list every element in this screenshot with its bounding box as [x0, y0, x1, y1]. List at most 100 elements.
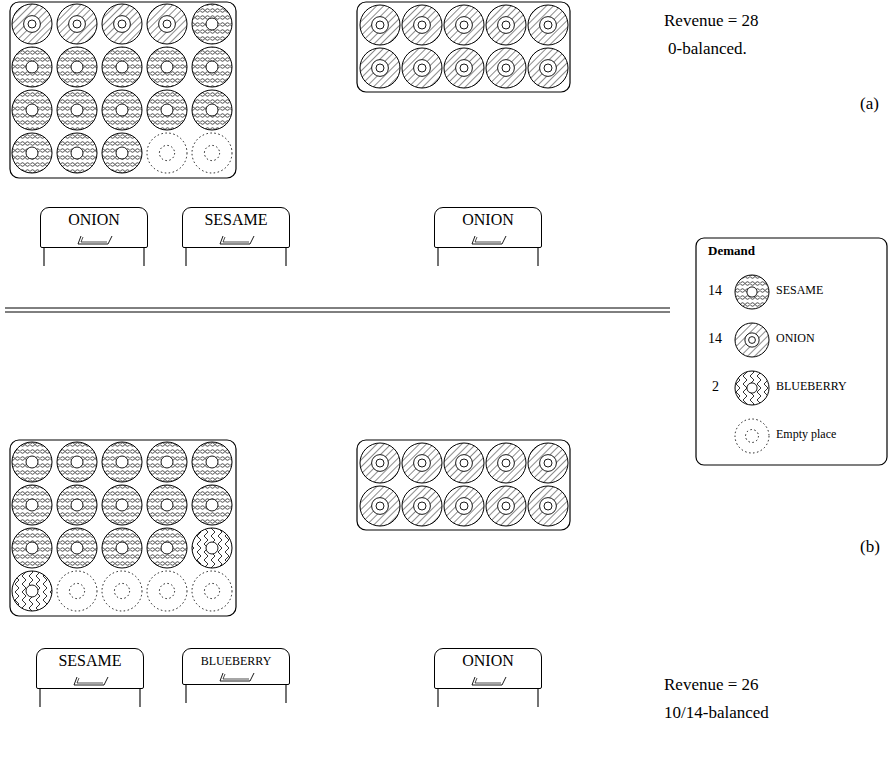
balance-text: 0-balanced.: [668, 40, 747, 59]
bagel-icon: [12, 528, 52, 568]
balance-text: 10/14-balanced: [664, 704, 769, 723]
bagel-icon: [192, 442, 232, 482]
shelf-leg: [139, 689, 140, 707]
legend-text: SESAME: [776, 284, 876, 297]
bagel-icon: [12, 571, 52, 611]
bagel-icon: [102, 47, 142, 87]
bagel-icon: [192, 485, 232, 525]
bagel-icon: [402, 486, 442, 526]
bagel-icon: [444, 486, 484, 526]
legend-sample: [735, 419, 769, 453]
demand-number: 14: [708, 331, 722, 346]
bagel-icon: [12, 4, 52, 44]
shelf-leg: [437, 248, 438, 266]
legend-sample: [735, 371, 769, 405]
shelf-label: ONION: [434, 648, 542, 689]
bagel-icon: [402, 443, 442, 483]
shelf-leg: [537, 248, 538, 266]
shelf-text: SESAME: [37, 649, 143, 670]
bagel-icon: [147, 571, 187, 611]
bagel-icon: [528, 5, 568, 45]
shelf-leg: [437, 689, 438, 707]
bagel-icon: [486, 486, 526, 526]
shelf-label: SESAME: [182, 207, 290, 248]
shelf-text: SESAME: [183, 208, 289, 229]
shelf-text: ONION: [435, 208, 541, 229]
shelf-leg: [285, 248, 286, 266]
bagel-tray: [357, 440, 570, 530]
bagel-icon: [102, 90, 142, 130]
bagel-icon: [147, 90, 187, 130]
shelf-leg: [143, 248, 144, 266]
bagel-icon: [57, 90, 97, 130]
shelf-leg: [185, 685, 186, 703]
bagel-icon: [360, 486, 400, 526]
legend-sample: [735, 323, 769, 357]
shelf-leg: [285, 685, 286, 703]
bagel-icon: [12, 133, 52, 173]
bagel-icon: [486, 48, 526, 88]
bagel-icon: [486, 443, 526, 483]
shelf-leg: [43, 248, 44, 266]
legend-title: Demand: [708, 244, 755, 258]
bagel-icon: [192, 47, 232, 87]
bagel-icon: [147, 47, 187, 87]
legend-text: BLUEBERRY: [776, 380, 876, 393]
bagel-icon: [486, 5, 526, 45]
demand-number: 14: [708, 283, 722, 298]
divider-line: [5, 312, 670, 313]
bagel-icon: [147, 4, 187, 44]
bagel-icon: [360, 443, 400, 483]
bagel-icon: [102, 571, 142, 611]
bagel-icon: [528, 48, 568, 88]
bagel-icon: [528, 486, 568, 526]
shelf-text: ONION: [435, 649, 541, 670]
bagel-icon: [360, 5, 400, 45]
shelf-label: SESAME: [36, 648, 144, 689]
bagel-tray: [10, 2, 236, 178]
panel-letter: (b): [860, 538, 880, 557]
revenue-text: Revenue = 28: [664, 12, 759, 31]
bagel-icon: [102, 528, 142, 568]
demand-number: 2: [712, 379, 719, 394]
bagel-icon: [147, 485, 187, 525]
bagel-icon: [147, 528, 187, 568]
shelf-label: BLUEBERRY: [182, 648, 290, 685]
shelf-text: ONION: [41, 208, 147, 229]
shelf-leg: [537, 689, 538, 707]
legend-sample: [735, 275, 769, 309]
bagel-icon: [444, 5, 484, 45]
bagel-icon: [192, 90, 232, 130]
bagel-icon: [57, 133, 97, 173]
bagel-icon: [57, 528, 97, 568]
shelf-text: BLUEBERRY: [183, 652, 289, 668]
shelf-leg: [39, 689, 40, 707]
bagel-icon: [402, 48, 442, 88]
legend-box: [696, 238, 887, 465]
bagel-icon: [57, 4, 97, 44]
bagel-icon: [102, 133, 142, 173]
bagel-icon: [528, 443, 568, 483]
bagel-icon: [57, 571, 97, 611]
bagel-icon: [192, 133, 232, 173]
shelf-label: ONION: [40, 207, 148, 248]
bagel-icon: [57, 47, 97, 87]
bagel-icon: [192, 4, 232, 44]
panel-letter: (a): [860, 95, 879, 114]
bagel-icon: [12, 90, 52, 130]
bagel-icon: [12, 442, 52, 482]
bagel-icon: [444, 443, 484, 483]
bagel-icon: [192, 528, 232, 568]
bagel-tray: [10, 440, 236, 616]
divider-line: [5, 308, 670, 309]
bagel-icon: [102, 4, 142, 44]
bagel-icon: [12, 485, 52, 525]
bagel-icon: [147, 442, 187, 482]
shelf-leg: [185, 248, 186, 266]
revenue-text: Revenue = 26: [664, 676, 759, 695]
bagel-icon: [360, 48, 400, 88]
bagel-icon: [444, 48, 484, 88]
bagel-icon: [12, 47, 52, 87]
bagel-tray: [357, 2, 570, 92]
